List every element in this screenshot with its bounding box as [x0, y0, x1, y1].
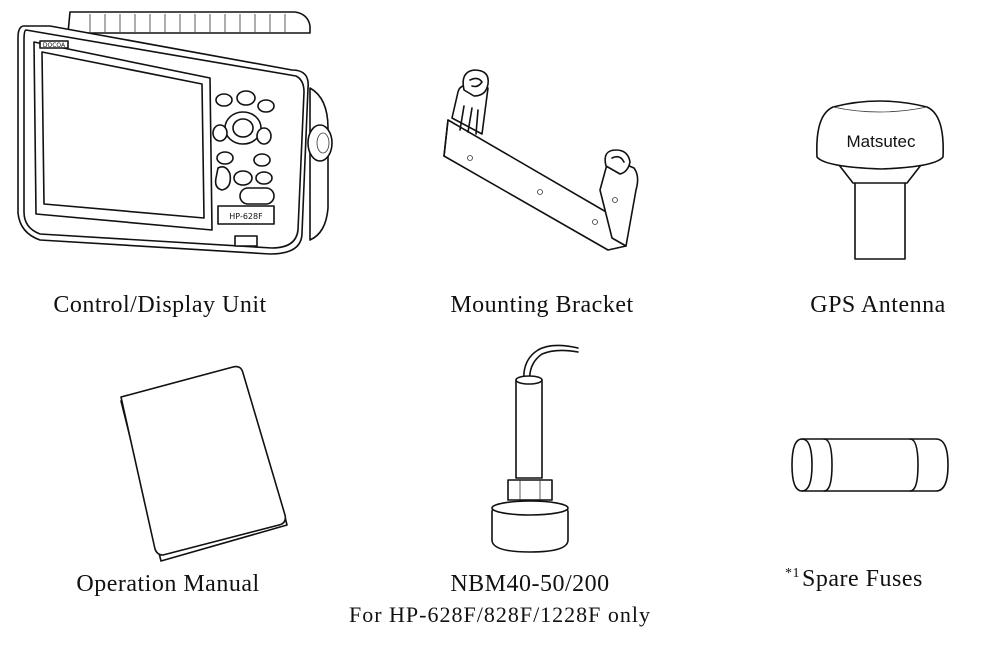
mounting-bracket-caption: Mounting Bracket	[450, 292, 634, 318]
gps-antenna-caption: GPS Antenna	[810, 292, 946, 318]
brand-mark: DOCOA	[43, 42, 66, 49]
gps-brand: Matsutec	[847, 132, 916, 151]
spare-fuses-label: Spare Fuses	[802, 566, 923, 592]
display-unit-drawing: DOCOA HP-628F	[10, 8, 340, 278]
fuse-drawing	[788, 435, 953, 495]
spare-fuses-caption: *1Spare Fuses	[785, 566, 945, 593]
gps-antenna-drawing: Matsutec	[815, 95, 955, 265]
control-display-unit-caption: Control/Display Unit	[53, 292, 267, 318]
transducer-drawing	[480, 340, 610, 565]
bracket-drawing	[430, 70, 650, 260]
footnote-mark: *1	[785, 566, 800, 581]
transducer-note: For HP-628F/828F/1228F only	[348, 602, 652, 627]
transducer-caption: NBM40-50/200	[450, 571, 610, 597]
operation-manual-caption: Operation Manual	[76, 571, 260, 597]
model-plate: HP-628F	[229, 212, 263, 221]
manual-drawing	[115, 365, 295, 565]
